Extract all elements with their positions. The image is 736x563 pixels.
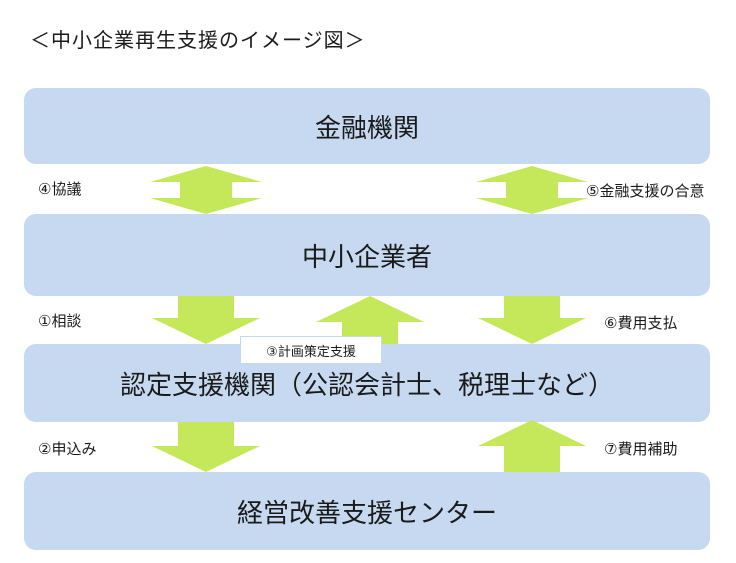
financial-institution-box: 金融機関 xyxy=(24,88,710,164)
consult-label: ④協議 xyxy=(38,180,82,198)
sme-label: 中小企業者 xyxy=(301,242,432,273)
diagram-title: ＜中小企業再生支援のイメージ図＞ xyxy=(30,28,366,52)
payment-down-arrow xyxy=(478,296,586,344)
application-label: ②申込み xyxy=(38,440,97,458)
sme-box: 中小企業者 xyxy=(24,214,710,296)
apply-down-arrow xyxy=(152,422,260,472)
certified-support-agency-label: 認定支援機関（公認会計士、税理士など） xyxy=(119,370,614,401)
consultation-label: ①相談 xyxy=(38,312,82,330)
fee-payment-label: ⑥費用支払 xyxy=(604,314,678,332)
financial-institution-label: 金融機関 xyxy=(314,113,419,144)
subsidy-up-arrow xyxy=(478,420,586,472)
management-improvement-center-box: 経営改善支援センター xyxy=(24,472,710,550)
financial-support-agreement-label: ⑤金融支援の合意 xyxy=(586,182,705,200)
management-improvement-center-label: 経営改善支援センター xyxy=(236,498,497,529)
plan-support-label: ③計画策定支援 xyxy=(240,336,382,364)
agreement-double-arrow xyxy=(476,166,588,214)
fee-subsidy-label: ⑦費用補助 xyxy=(604,440,678,458)
consult-double-arrow xyxy=(150,166,262,214)
